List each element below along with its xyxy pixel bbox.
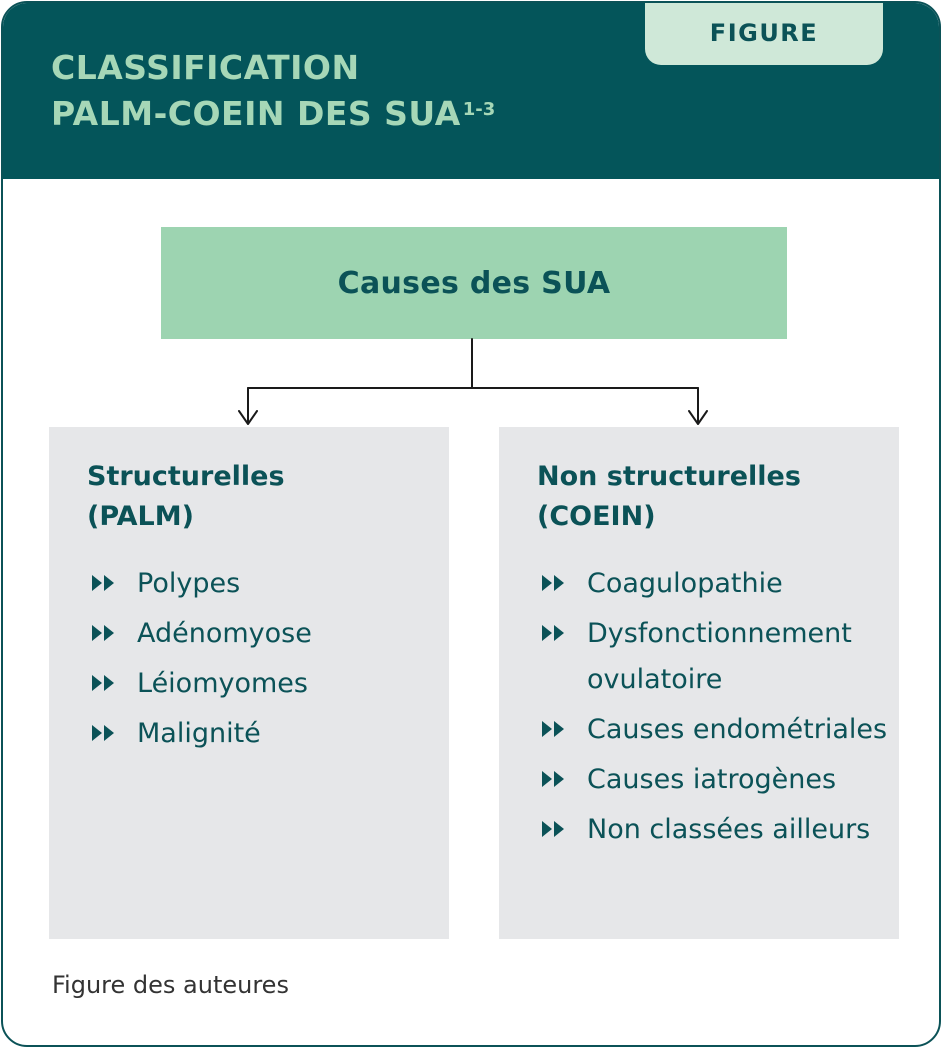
double-chevron-right-icon	[542, 771, 564, 787]
list-item: Non classées ailleurs	[537, 807, 897, 853]
list-item: Léiomyomes	[87, 661, 447, 707]
branch-structural-list: Polypes Adénomyose Léiomyomes Malignité	[87, 561, 449, 757]
branch-structural-title-line1: Structurelles	[87, 461, 285, 492]
root-node-label: Causes des SUA	[337, 265, 611, 301]
double-chevron-right-icon	[92, 725, 114, 741]
list-item-label: Malignité	[137, 718, 261, 749]
figure-title-reference: 1-3	[462, 99, 496, 120]
figure-tag: FIGURE	[645, 3, 883, 65]
list-item-label: Non classées ailleurs	[587, 814, 871, 845]
branch-non-structural-title: Non structurelles (COEIN)	[537, 457, 899, 537]
arrowhead-right-icon	[688, 410, 708, 425]
list-item-label: Coagulopathie	[587, 568, 783, 599]
double-chevron-right-icon	[542, 721, 564, 737]
list-item-label: Polypes	[137, 568, 241, 599]
figure-title-line2: PALM-COEIN DES SUA	[51, 94, 461, 133]
double-chevron-right-icon	[92, 625, 114, 641]
list-item-label: Dysfonctionnement ovulatoire	[587, 618, 852, 695]
arrowhead-left-icon	[238, 410, 258, 425]
list-item: Polypes	[87, 561, 447, 607]
double-chevron-right-icon	[542, 821, 564, 837]
figure-title-line1: CLASSIFICATION	[51, 48, 360, 87]
figure-caption: Figure des auteures	[52, 971, 289, 999]
list-item: Dysfonctionnement ovulatoire	[537, 611, 897, 703]
double-chevron-right-icon	[92, 575, 114, 591]
root-node: Causes des SUA	[161, 227, 787, 339]
list-item-label: Léiomyomes	[137, 668, 308, 699]
list-item-label: Adénomyose	[137, 618, 312, 649]
branch-structural-title-line2: (PALM)	[87, 501, 194, 532]
list-item-label: Causes iatrogènes	[587, 764, 837, 795]
branch-structural-title: Structurelles (PALM)	[87, 457, 449, 537]
branch-non-structural-title-line2: (COEIN)	[537, 501, 656, 532]
branch-structural: Structurelles (PALM) Polypes Adénomyose …	[49, 427, 449, 939]
list-item-label: Causes endométriales	[587, 714, 888, 745]
list-item: Malignité	[87, 711, 447, 757]
double-chevron-right-icon	[542, 575, 564, 591]
double-chevron-right-icon	[92, 675, 114, 691]
branch-non-structural: Non structurelles (COEIN) Coagulopathie …	[499, 427, 899, 939]
list-item: Causes endométriales	[537, 707, 897, 753]
list-item: Adénomyose	[87, 611, 447, 657]
branch-non-structural-list: Coagulopathie Dysfonctionnement ovulatoi…	[537, 561, 899, 853]
double-chevron-right-icon	[542, 625, 564, 641]
list-item: Causes iatrogènes	[537, 757, 897, 803]
branch-non-structural-title-line1: Non structurelles	[537, 461, 801, 492]
list-item: Coagulopathie	[537, 561, 897, 607]
